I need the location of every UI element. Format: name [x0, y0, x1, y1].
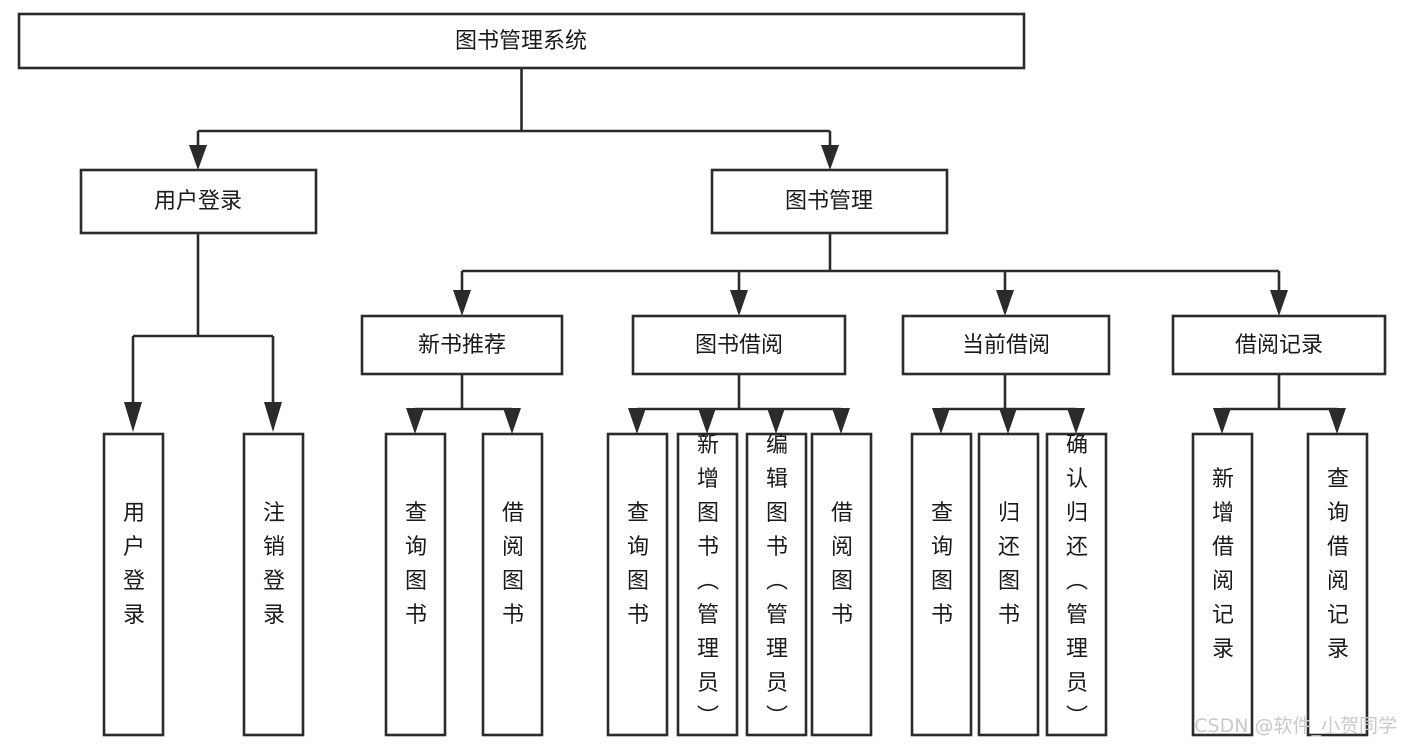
node-leaf-query-book-2-label: 查询图书	[627, 501, 649, 628]
node-leaf-borrow-book-1-box[interactable]	[481, 432, 544, 737]
node-leaf-add-book-label: 新增图书︵管理员︶	[697, 433, 719, 730]
arrow-head-leaf-query-book-3	[932, 408, 950, 434]
arrow-head-borrow-record	[1270, 290, 1288, 316]
node-leaf-return-book[interactable]: 归还图书	[977, 432, 1040, 737]
node-leaf-query-book-3-label: 查询图书	[931, 501, 953, 628]
arrow-head-leaf-return-book	[999, 408, 1017, 434]
arrow-head-book-manage	[821, 145, 839, 170]
arrow-head-leaf-confirm-return	[1067, 408, 1085, 434]
arrow-head-leaf-add-record	[1213, 408, 1231, 434]
node-borrow-record-label: 借阅记录	[1235, 333, 1323, 358]
node-borrow-record-box[interactable]	[1171, 314, 1387, 376]
arrow-head-user-login	[189, 145, 207, 170]
node-leaf-add-record-label: 新增借阅记录	[1212, 467, 1234, 662]
node-new-book-recommend-label: 新书推荐	[418, 333, 506, 358]
arrow-head-leaf-borrow-book-2	[832, 408, 850, 434]
node-user-login-box[interactable]	[79, 168, 318, 235]
node-leaf-user-logout[interactable]: 注销登录	[242, 432, 305, 737]
node-leaf-confirm-return-label: 确认归还︵管理员︶	[1066, 433, 1088, 730]
arrow-head-leaf-edit-book	[767, 408, 785, 434]
connector-layer	[124, 68, 1346, 434]
node-book-borrow-label: 图书借阅	[695, 333, 783, 358]
node-leaf-user-login-label: 用户登录	[123, 501, 145, 628]
node-leaf-user-logout-box[interactable]	[242, 432, 305, 737]
node-leaf-add-record[interactable]: 新增借阅记录	[1191, 432, 1254, 737]
node-current-borrow-box[interactable]	[901, 314, 1111, 376]
node-leaf-user-login-box[interactable]	[102, 432, 165, 737]
node-leaf-return-book-box[interactable]	[977, 432, 1040, 737]
node-leaf-query-book-2[interactable]: 查询图书	[606, 432, 669, 737]
node-leaf-borrow-book-2[interactable]: 借阅图书	[810, 432, 873, 737]
arrow-head-new-book-recommend	[453, 290, 471, 316]
node-leaf-confirm-return-box[interactable]	[1045, 432, 1108, 737]
node-leaf-query-book-1[interactable]: 查询图书	[384, 432, 447, 737]
arrow-head-current-borrow	[996, 290, 1014, 316]
node-leaf-edit-book-box[interactable]	[745, 432, 808, 737]
node-leaf-add-book[interactable]: 新增图书︵管理员︶	[676, 432, 739, 737]
node-leaf-borrow-book-2-label: 借阅图书	[831, 501, 853, 628]
arrow-head-book-borrow	[730, 290, 748, 316]
node-leaf-borrow-book-2-box[interactable]	[810, 432, 873, 737]
arrow-head-leaf-user-login	[124, 402, 142, 432]
node-leaf-user-logout-label: 注销登录	[263, 501, 285, 628]
node-leaf-query-record-label: 查询借阅记录	[1327, 467, 1349, 662]
arrow-head-leaf-add-book	[698, 408, 716, 434]
node-leaf-add-book-box[interactable]	[676, 432, 739, 737]
node-leaf-edit-book[interactable]: 编辑图书︵管理员︶	[745, 432, 808, 737]
node-leaf-user-login[interactable]: 用户登录	[102, 432, 165, 737]
node-borrow-record[interactable]: 借阅记录	[1171, 314, 1387, 376]
node-current-borrow[interactable]: 当前借阅	[901, 314, 1111, 376]
node-user-login[interactable]: 用户登录	[79, 168, 318, 235]
node-root-label: 图书管理系统	[455, 29, 587, 54]
node-leaf-query-book-2-box[interactable]	[606, 432, 669, 737]
node-leaf-query-book-3-box[interactable]	[910, 432, 973, 737]
arrow-head-leaf-user-logout	[264, 402, 282, 432]
node-leaf-edit-book-label: 编辑图书︵管理员︶	[766, 433, 788, 730]
arrow-head-leaf-query-book-1	[406, 408, 424, 434]
node-leaf-query-book-3[interactable]: 查询图书	[910, 432, 973, 737]
node-current-borrow-label: 当前借阅	[962, 333, 1050, 358]
node-new-book-recommend[interactable]: 新书推荐	[360, 314, 564, 376]
node-leaf-query-record[interactable]: 查询借阅记录	[1306, 432, 1369, 737]
node-leaf-borrow-book-1[interactable]: 借阅图书	[481, 432, 544, 737]
arrow-head-leaf-query-book-2	[628, 408, 646, 434]
node-user-login-label: 用户登录	[154, 189, 242, 214]
node-root[interactable]: 图书管理系统	[17, 12, 1026, 70]
csdn-watermark: CSDN @软件_小贺同学	[1194, 715, 1397, 737]
node-new-book-recommend-box[interactable]	[360, 314, 564, 376]
node-book-borrow-box[interactable]	[631, 314, 847, 376]
node-leaf-borrow-book-1-label: 借阅图书	[502, 501, 524, 628]
node-book-manage-label: 图书管理	[785, 189, 873, 214]
node-root-box[interactable]	[17, 12, 1026, 70]
arrow-head-leaf-query-record	[1328, 408, 1346, 434]
node-leaf-query-book-1-box[interactable]	[384, 432, 447, 737]
node-leaf-query-book-1-label: 查询图书	[405, 501, 427, 628]
node-book-manage[interactable]: 图书管理	[710, 168, 949, 235]
node-leaf-add-record-box[interactable]	[1191, 432, 1254, 737]
arrow-head-leaf-borrow-book-1	[503, 408, 521, 434]
node-leaf-return-book-label: 归还图书	[998, 501, 1020, 628]
node-book-manage-box[interactable]	[710, 168, 949, 235]
node-leaf-confirm-return[interactable]: 确认归还︵管理员︶	[1045, 432, 1108, 737]
node-leaf-query-record-box[interactable]	[1306, 432, 1369, 737]
node-book-borrow[interactable]: 图书借阅	[631, 314, 847, 376]
